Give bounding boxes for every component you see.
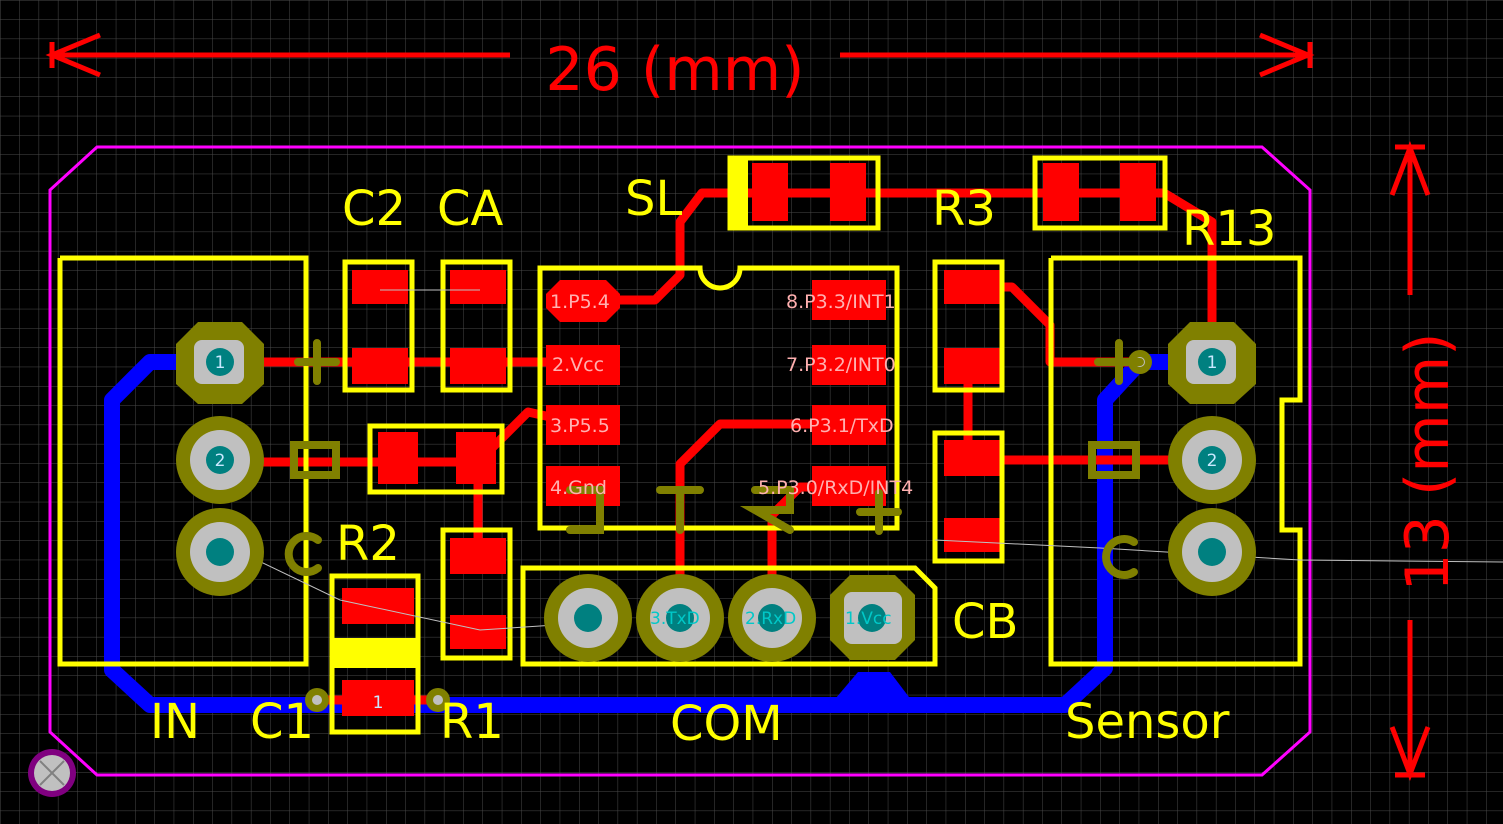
in-pad-2-number: 2: [215, 451, 226, 471]
ic-pin-8-label: 8.P3.3/INT1: [786, 291, 896, 313]
width-dimension-label: 26 (mm): [545, 35, 804, 105]
refdes-in: IN: [150, 694, 200, 750]
ic-pin-4-label: 4.Gnd: [550, 477, 607, 499]
com-pin-3-label: 3.TxD: [650, 609, 700, 629]
refdes-ca: CA: [437, 181, 504, 237]
refdes-r1: R1: [440, 694, 504, 750]
c1-silk-band: [332, 638, 418, 668]
refdes-sensor: Sensor: [1065, 694, 1230, 750]
bottom-copper-fill: [830, 672, 915, 705]
refdes-c1: C1: [250, 694, 314, 750]
refdes-r13: R13: [1182, 201, 1276, 257]
mounting-hole: [28, 749, 76, 797]
height-dimension-label: 13 (mm): [1393, 332, 1463, 591]
pad-markers: [284, 339, 1144, 579]
refdes-com: COM: [670, 696, 783, 752]
ic-pin-5-label: 5.P3.0/RxD/INT4: [758, 477, 913, 499]
dimension-width-arrow: [45, 32, 1315, 78]
through-hole-pads: [176, 322, 1256, 712]
in-pad-1-number: 1: [215, 353, 226, 373]
sensor-pad-2-number: 2: [1207, 451, 1218, 471]
com-pin-2-label: 2.RxD: [745, 609, 796, 629]
refdes-sl: SL: [625, 171, 682, 227]
refdes-r2: R2: [336, 516, 400, 572]
sensor-pad-1-number: 1: [1207, 353, 1218, 373]
ic-pin-6-label: 6.P3.1/TxD: [790, 415, 894, 437]
refdes-cb: CB: [952, 594, 1018, 650]
sl-polarity-bar: [730, 158, 748, 228]
dimension-height-arrow: [1389, 141, 1431, 781]
board-outline: [48, 145, 1312, 777]
refdes-r3: R3: [932, 181, 996, 237]
smd-pads: [342, 163, 1156, 716]
ic-pin-3-label: 3.P5.5: [550, 415, 610, 437]
c1-pad-number: 1: [373, 693, 384, 713]
silkscreen-outlines: [57, 155, 1303, 735]
ic-pin-7-label: 7.P3.2/INT0: [786, 354, 896, 376]
com-pin-1-label: 1.Vcc: [845, 609, 892, 629]
ic-pin-2-label: 2.Vcc: [552, 354, 604, 376]
refdes-c2: C2: [342, 181, 406, 237]
ic-pin-1-label: 1.P5.4: [550, 291, 610, 313]
